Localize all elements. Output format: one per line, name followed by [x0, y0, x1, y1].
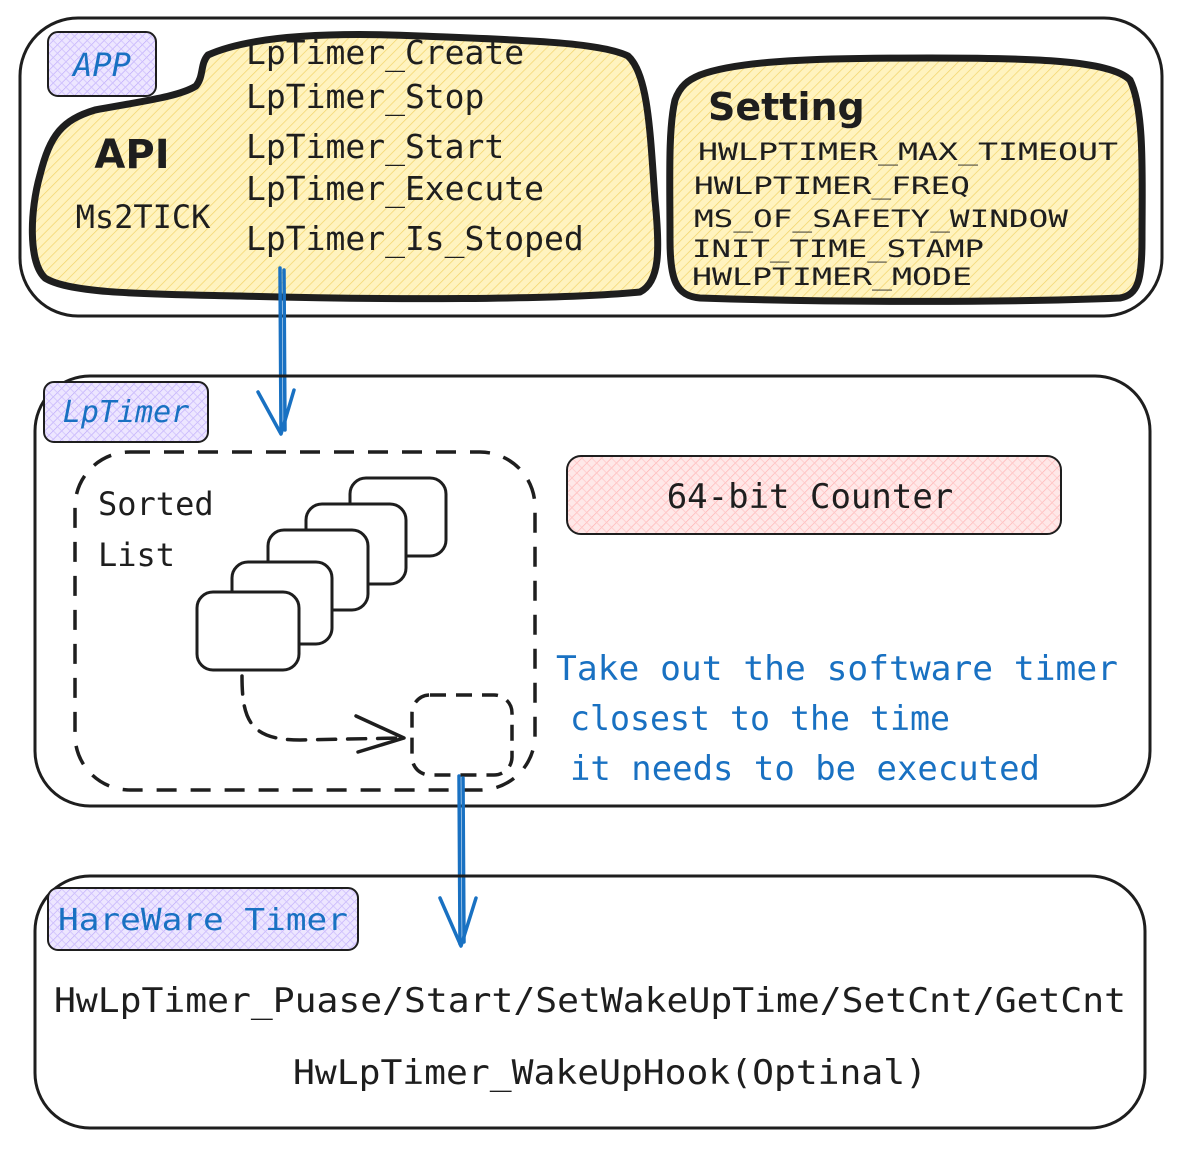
next-timer-slot — [410, 693, 514, 777]
setting-item: MS_OF_SAFETY_WINDOW — [694, 205, 1069, 233]
api-item: LpTimer_Execute — [246, 169, 544, 209]
hardware-tag: HareWare Timer — [47, 887, 359, 951]
note-line: it needs to be executed — [570, 749, 1040, 789]
api-item: LpTimer_Stop — [246, 77, 484, 117]
lptimer-tag: LpTimer — [43, 381, 209, 443]
timer-stack — [195, 476, 448, 672]
extract-arrow — [240, 674, 406, 754]
hardware-api-line: HwLpTimer_Puase/Start/SetWakeUpTime/SetC… — [54, 981, 1126, 1021]
setting-blob — [666, 54, 1146, 305]
counter-label: 64-bit Counter — [667, 477, 954, 517]
extract-note: Take out the software timer closest to t… — [556, 649, 1118, 789]
app-tag-label: APP — [71, 46, 131, 84]
sorted-list-label: Sorted — [98, 485, 214, 523]
app-section: APP API Ms2TICK LpTimer_Create LpTimer_S… — [18, 16, 1164, 318]
lptimer-section: LpTimer Sorted List 64-bit Counter Tak — [33, 374, 1152, 808]
counter-box: 64-bit Counter — [566, 455, 1062, 535]
setting-item: HWLPTIMER_MODE — [692, 263, 972, 291]
app-frame — [18, 16, 1164, 318]
hardware-frame — [33, 874, 1147, 1130]
setting-title: Setting — [708, 85, 865, 129]
timer-card — [195, 590, 301, 672]
arrow-lptimer-to-hardware — [438, 774, 478, 948]
api-blob — [28, 31, 662, 303]
api-list: LpTimer_Create LpTimer_Stop LpTimer_Star… — [246, 33, 584, 259]
hardware-tag-label: HareWare Timer — [58, 903, 348, 938]
note-line: closest to the time — [570, 699, 950, 739]
hardware-hook-line: HwLpTimer_WakeUpHook(Optinal) — [293, 1053, 927, 1093]
hardware-section: HareWare Timer HwLpTimer_Puase/Start/Set… — [33, 874, 1147, 1130]
sorted-list-container — [73, 450, 537, 792]
setting-item: HWLPTIMER_MAX_TIMEOUT — [698, 138, 1118, 166]
lptimer-frame — [33, 374, 1152, 808]
arrow-app-to-lptimer — [256, 266, 296, 436]
lptimer-tag-label: LpTimer — [63, 395, 189, 430]
setting-list: HWLPTIMER_MAX_TIMEOUT HWLPTIMER_FREQ MS_… — [692, 138, 1118, 291]
api-item: LpTimer_Create — [246, 33, 524, 73]
setting-item: HWLPTIMER_FREQ — [694, 172, 970, 200]
note-line: Take out the software timer — [556, 649, 1118, 689]
app-tag: APP — [47, 31, 157, 97]
ms2tick-label: Ms2TICK — [76, 198, 212, 236]
api-item: LpTimer_Is_Stoped — [246, 219, 584, 259]
sorted-list-label: List — [98, 536, 175, 574]
api-item: LpTimer_Start — [246, 127, 504, 167]
setting-item: INIT_TIME_STAMP — [692, 235, 984, 263]
api-title: API — [94, 132, 169, 178]
